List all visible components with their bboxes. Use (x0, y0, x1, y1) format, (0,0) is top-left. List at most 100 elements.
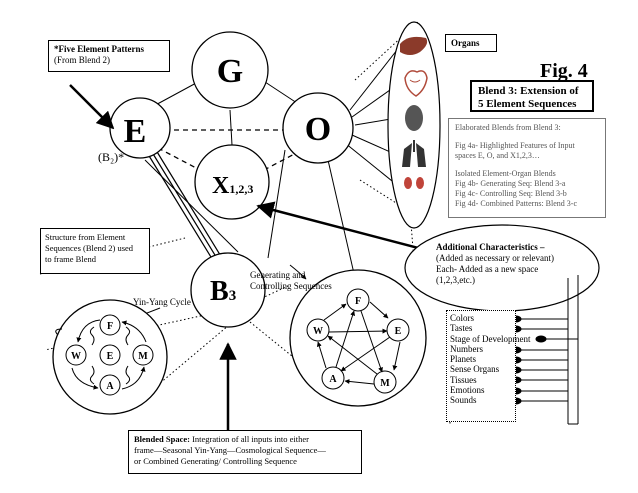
five-element-title: *Five Element Patterns (54, 44, 144, 54)
node-o-circle (282, 92, 354, 164)
edge-o-b (267, 149, 286, 259)
yy-label-left: W (71, 351, 81, 362)
triple-line-e-b (142, 141, 223, 263)
kidney-organ-icon (405, 105, 423, 131)
elaborated-blends-box: Elaborated Blends from Blend 3: Fig 4a- … (448, 118, 606, 218)
dotted-b-left-bottom (139, 319, 236, 401)
characteristic-item: Tissues (450, 374, 477, 385)
seq-label-bottom-right: M (380, 378, 390, 389)
additional-line4: (1,2,3,etc.) (436, 275, 475, 285)
seq-label-bottom-left: A (329, 374, 337, 385)
yy-label-top: F (107, 321, 113, 332)
dashed-connections (157, 129, 303, 171)
yin-yang-diagram: F W E M A (52, 299, 168, 415)
structure-line1: Structure from Element (45, 232, 126, 242)
additional-line3: Each- Added as a new space (436, 264, 538, 274)
characteristic-item: Emotions (450, 385, 485, 396)
yy-label-center: E (107, 351, 114, 362)
edge-g-o (261, 79, 301, 106)
figure-label: Fig. 4 (540, 60, 588, 82)
generating-label-line2: Controlling Sequences (250, 281, 332, 291)
dotted-b-right-top (257, 284, 291, 301)
elaborated-line2: spaces E, O, and X1,2,3… (455, 151, 540, 160)
yy-label-right: M (138, 351, 148, 362)
seq-node-bottom-right (373, 370, 397, 394)
five-element-sub: (From Blend 2) (54, 55, 110, 65)
seq-label-left: W (313, 326, 323, 337)
node-g-circle (191, 31, 269, 109)
five-element-callout: *Five Element Patterns (From Blend 2) (48, 40, 170, 72)
characteristic-item: Sounds (450, 395, 477, 406)
yy-node-bottom (99, 374, 121, 396)
elaborated-heading: Elaborated Blends from Blend 3: (455, 123, 561, 132)
structure-line2: Sequences (Blend 2) used (45, 243, 134, 253)
arrow-additional-to-x (256, 201, 446, 257)
yy-node-right (132, 344, 154, 366)
node-x-label: X1,2,3 (212, 173, 253, 199)
yy-node-top (99, 314, 121, 336)
yy-node-center (99, 344, 121, 366)
yin-yang-label: Yin-Yang Cycle (133, 297, 191, 307)
node-b-label: B3 (210, 276, 236, 307)
figure-title-box: Blend 3: Extension of 5 Element Sequence… (470, 80, 594, 112)
organs-callout: Organs (445, 34, 497, 52)
node-x-circle (194, 144, 270, 220)
elaborated-line3: Isolated Element-Organ Blends (455, 169, 556, 178)
characteristic-item: Planets (450, 354, 476, 365)
blended-title: Blended Space: (134, 434, 190, 444)
blended-line1: Integration of all inputs into either (189, 434, 309, 444)
node-b-circle (190, 252, 266, 328)
characteristic-item: Numbers (450, 343, 483, 354)
sequence-arrows (316, 301, 401, 385)
seq-node-left (306, 318, 330, 342)
figure-title-line2: 5 Element Sequences (478, 98, 577, 110)
edge-g-x (229, 109, 233, 146)
characteristic-item: Sense Organs (450, 364, 500, 375)
liver-icon (400, 36, 428, 55)
additional-title: Additional Characteristics – (436, 242, 545, 252)
elaborated-line5: Fig 4c- Controlling Seq: Blend 3-b (455, 189, 567, 198)
node-e-note: (B₂)* (98, 150, 124, 164)
node-g-label: G (217, 53, 243, 90)
edge-o-sequence (327, 159, 356, 279)
organs-label: Organs (451, 38, 480, 48)
characteristic-item: Tastes (450, 323, 473, 334)
elaborated-line4: Fig 4b- Generating Seq: Blend 3-a (455, 179, 566, 188)
seq-label-top: F (355, 296, 361, 307)
characteristics-connectors (510, 275, 579, 425)
elaborated-line1: Fig 4a- Highlighted Features of Input (455, 141, 575, 150)
characteristics-list: Colors Tastes Stage of Development Numbe… (446, 310, 531, 422)
blended-space-callout: Blended Space: Integration of all inputs… (128, 430, 362, 474)
blended-line3: or Combined Generating/ Controlling Sequ… (134, 456, 297, 466)
lungs-icon (402, 140, 426, 167)
yy-node-left (65, 344, 87, 366)
arrow-generating-sequences (289, 264, 307, 280)
node-x-subscript: 1,2,3 (229, 182, 253, 196)
kidneys-icon (404, 177, 424, 189)
characteristic-item: Stage of Development (450, 333, 531, 344)
elaborated-line6: Fig 4d- Combined Patterns: Blend 3-c (455, 199, 577, 208)
seq-node-top (346, 288, 370, 312)
dashed-e-x (157, 147, 201, 171)
node-o-label: O (305, 111, 331, 148)
yy-label-bottom: A (106, 381, 114, 392)
dotted-o-organs-bottom (359, 179, 416, 216)
dashed-o-x (263, 149, 303, 171)
generating-label-line1: Generating and (250, 270, 306, 280)
node-e-label: E (124, 113, 147, 150)
structure-line3: to frame Blend (45, 254, 96, 264)
sequence-diagram: F W E A M (289, 269, 427, 407)
arrow-five-element-to-e (69, 84, 115, 130)
characteristic-item: Colors (450, 313, 475, 323)
additional-line2: (Added as necessary or relevant) (436, 253, 554, 263)
dotted-additional (409, 209, 416, 276)
structure-callout: Structure from Element Sequences (Blend … (40, 228, 150, 274)
figure-title-line1: Blend 3: Extension of (478, 85, 579, 97)
node-b-subscript: 3 (229, 288, 237, 304)
heart-icon (404, 70, 428, 97)
blended-line2: frame—Seasonal Yin-Yang—Cosmological Seq… (134, 445, 326, 455)
seq-label-right: E (395, 326, 402, 337)
seq-node-bottom-left (321, 366, 345, 390)
